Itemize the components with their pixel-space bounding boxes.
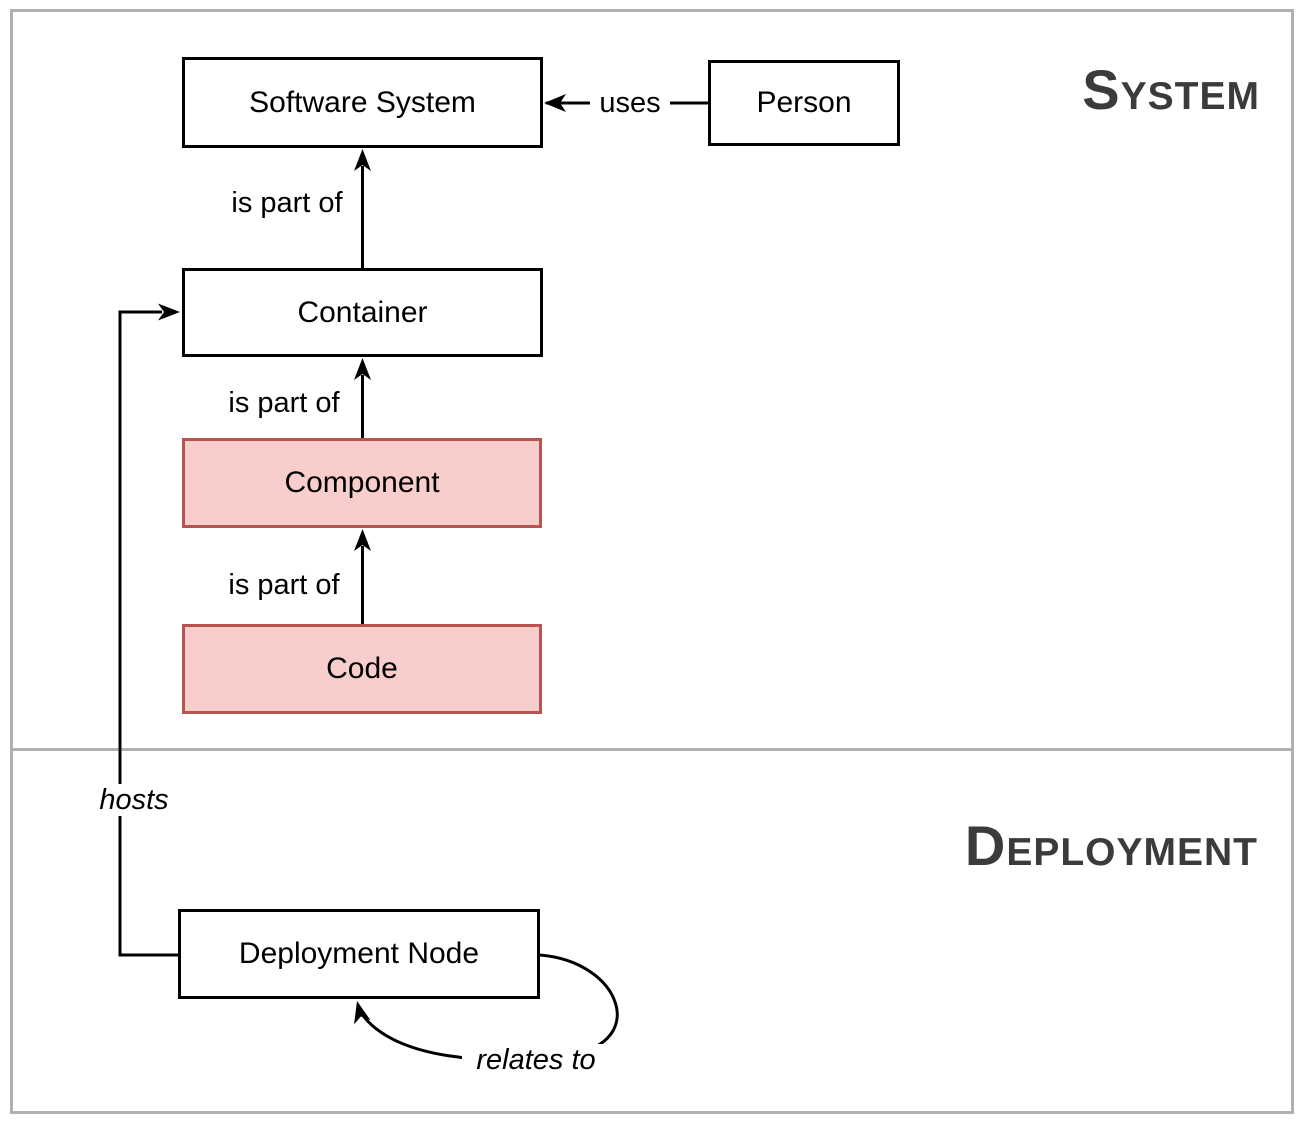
- edge-hosts-arrowhead: [158, 303, 180, 321]
- node-code: Code: [182, 624, 542, 714]
- edge-is-part-of-2-arrowhead: [354, 358, 371, 380]
- edge-is-part-of-3-arrowhead: [354, 529, 371, 551]
- node-container: Container: [182, 268, 543, 357]
- diagram-frame: [10, 9, 1294, 1114]
- edge-label-relates-to: relates to: [462, 1044, 610, 1076]
- node-person: Person: [708, 60, 900, 146]
- edge-label-is-part-of-1: is part of: [225, 187, 349, 219]
- edge-label-is-part-of-3: is part of: [222, 569, 346, 601]
- node-deployment-node: Deployment Node: [178, 909, 540, 999]
- section-label-system: System: [1082, 58, 1260, 121]
- edge-label-is-part-of-2: is part of: [222, 387, 346, 419]
- edge-hosts: [118, 310, 178, 957]
- edge-is-part-of-1-arrowhead: [354, 149, 371, 171]
- edge-label-uses: uses: [590, 87, 670, 119]
- node-component: Component: [182, 438, 542, 528]
- node-software-system: Software System: [182, 57, 543, 148]
- edge-relates-to-arrowhead: [354, 1001, 371, 1025]
- section-label-deployment: Deployment: [964, 814, 1258, 877]
- edge-label-hosts: hosts: [92, 784, 176, 816]
- edge-uses-arrowhead: [544, 94, 566, 112]
